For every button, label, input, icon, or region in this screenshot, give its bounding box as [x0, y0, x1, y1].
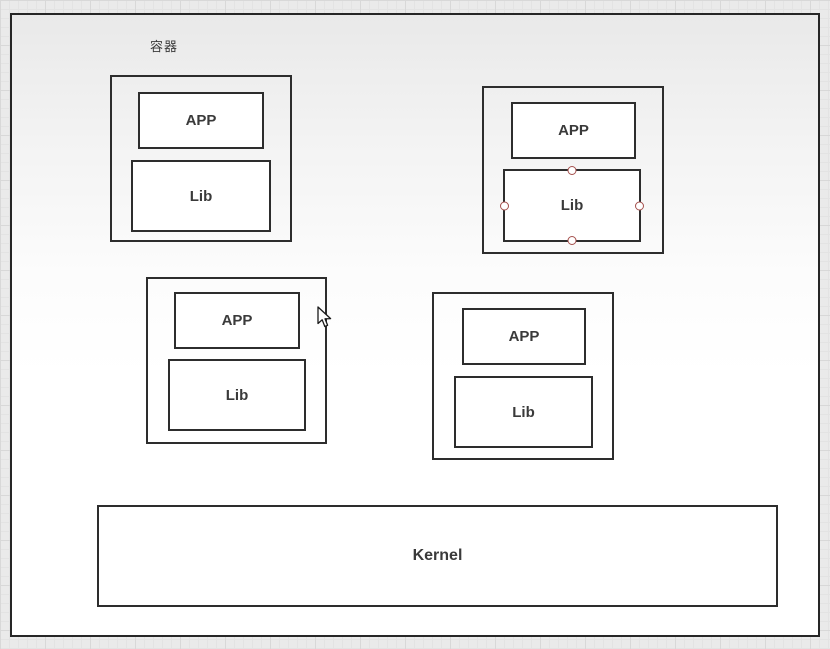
app-label: APP	[185, 112, 217, 129]
lib-box[interactable]: Lib	[454, 376, 593, 448]
connection-handle-bottom[interactable]	[567, 236, 577, 245]
container-group-mid-right[interactable]: APP Lib	[432, 292, 614, 460]
container-group-top-right[interactable]: APP Lib	[482, 86, 664, 254]
app-box[interactable]: APP	[174, 292, 300, 349]
connection-handle-left[interactable]	[500, 201, 509, 210]
lib-label: Lib	[189, 187, 213, 205]
app-box[interactable]: APP	[138, 92, 264, 149]
connection-handle-right[interactable]	[635, 201, 644, 210]
lib-box[interactable]: Lib	[168, 359, 306, 431]
app-box[interactable]: APP	[511, 102, 636, 159]
lib-label: Lib	[512, 403, 535, 421]
lib-label: Lib	[560, 197, 584, 214]
app-label: APP	[558, 122, 589, 139]
drawing-page: 容器 APP Lib APP Lib	[10, 13, 820, 637]
lib-box[interactable]: Lib	[131, 160, 271, 232]
page-title: 容器	[150, 39, 179, 54]
kernel-label: Kernel	[412, 547, 463, 564]
lib-label: Lib	[225, 386, 249, 404]
app-label: APP	[221, 312, 253, 329]
lib-box[interactable]: Lib	[500, 166, 644, 245]
container-group-mid-left[interactable]: APP Lib	[146, 277, 327, 444]
connection-handle-top[interactable]	[567, 166, 577, 175]
app-label: APP	[508, 328, 540, 345]
app-box[interactable]: APP	[462, 308, 586, 365]
kernel-box[interactable]: Kernel	[97, 505, 778, 607]
container-group-top-left[interactable]: APP Lib	[110, 75, 292, 242]
